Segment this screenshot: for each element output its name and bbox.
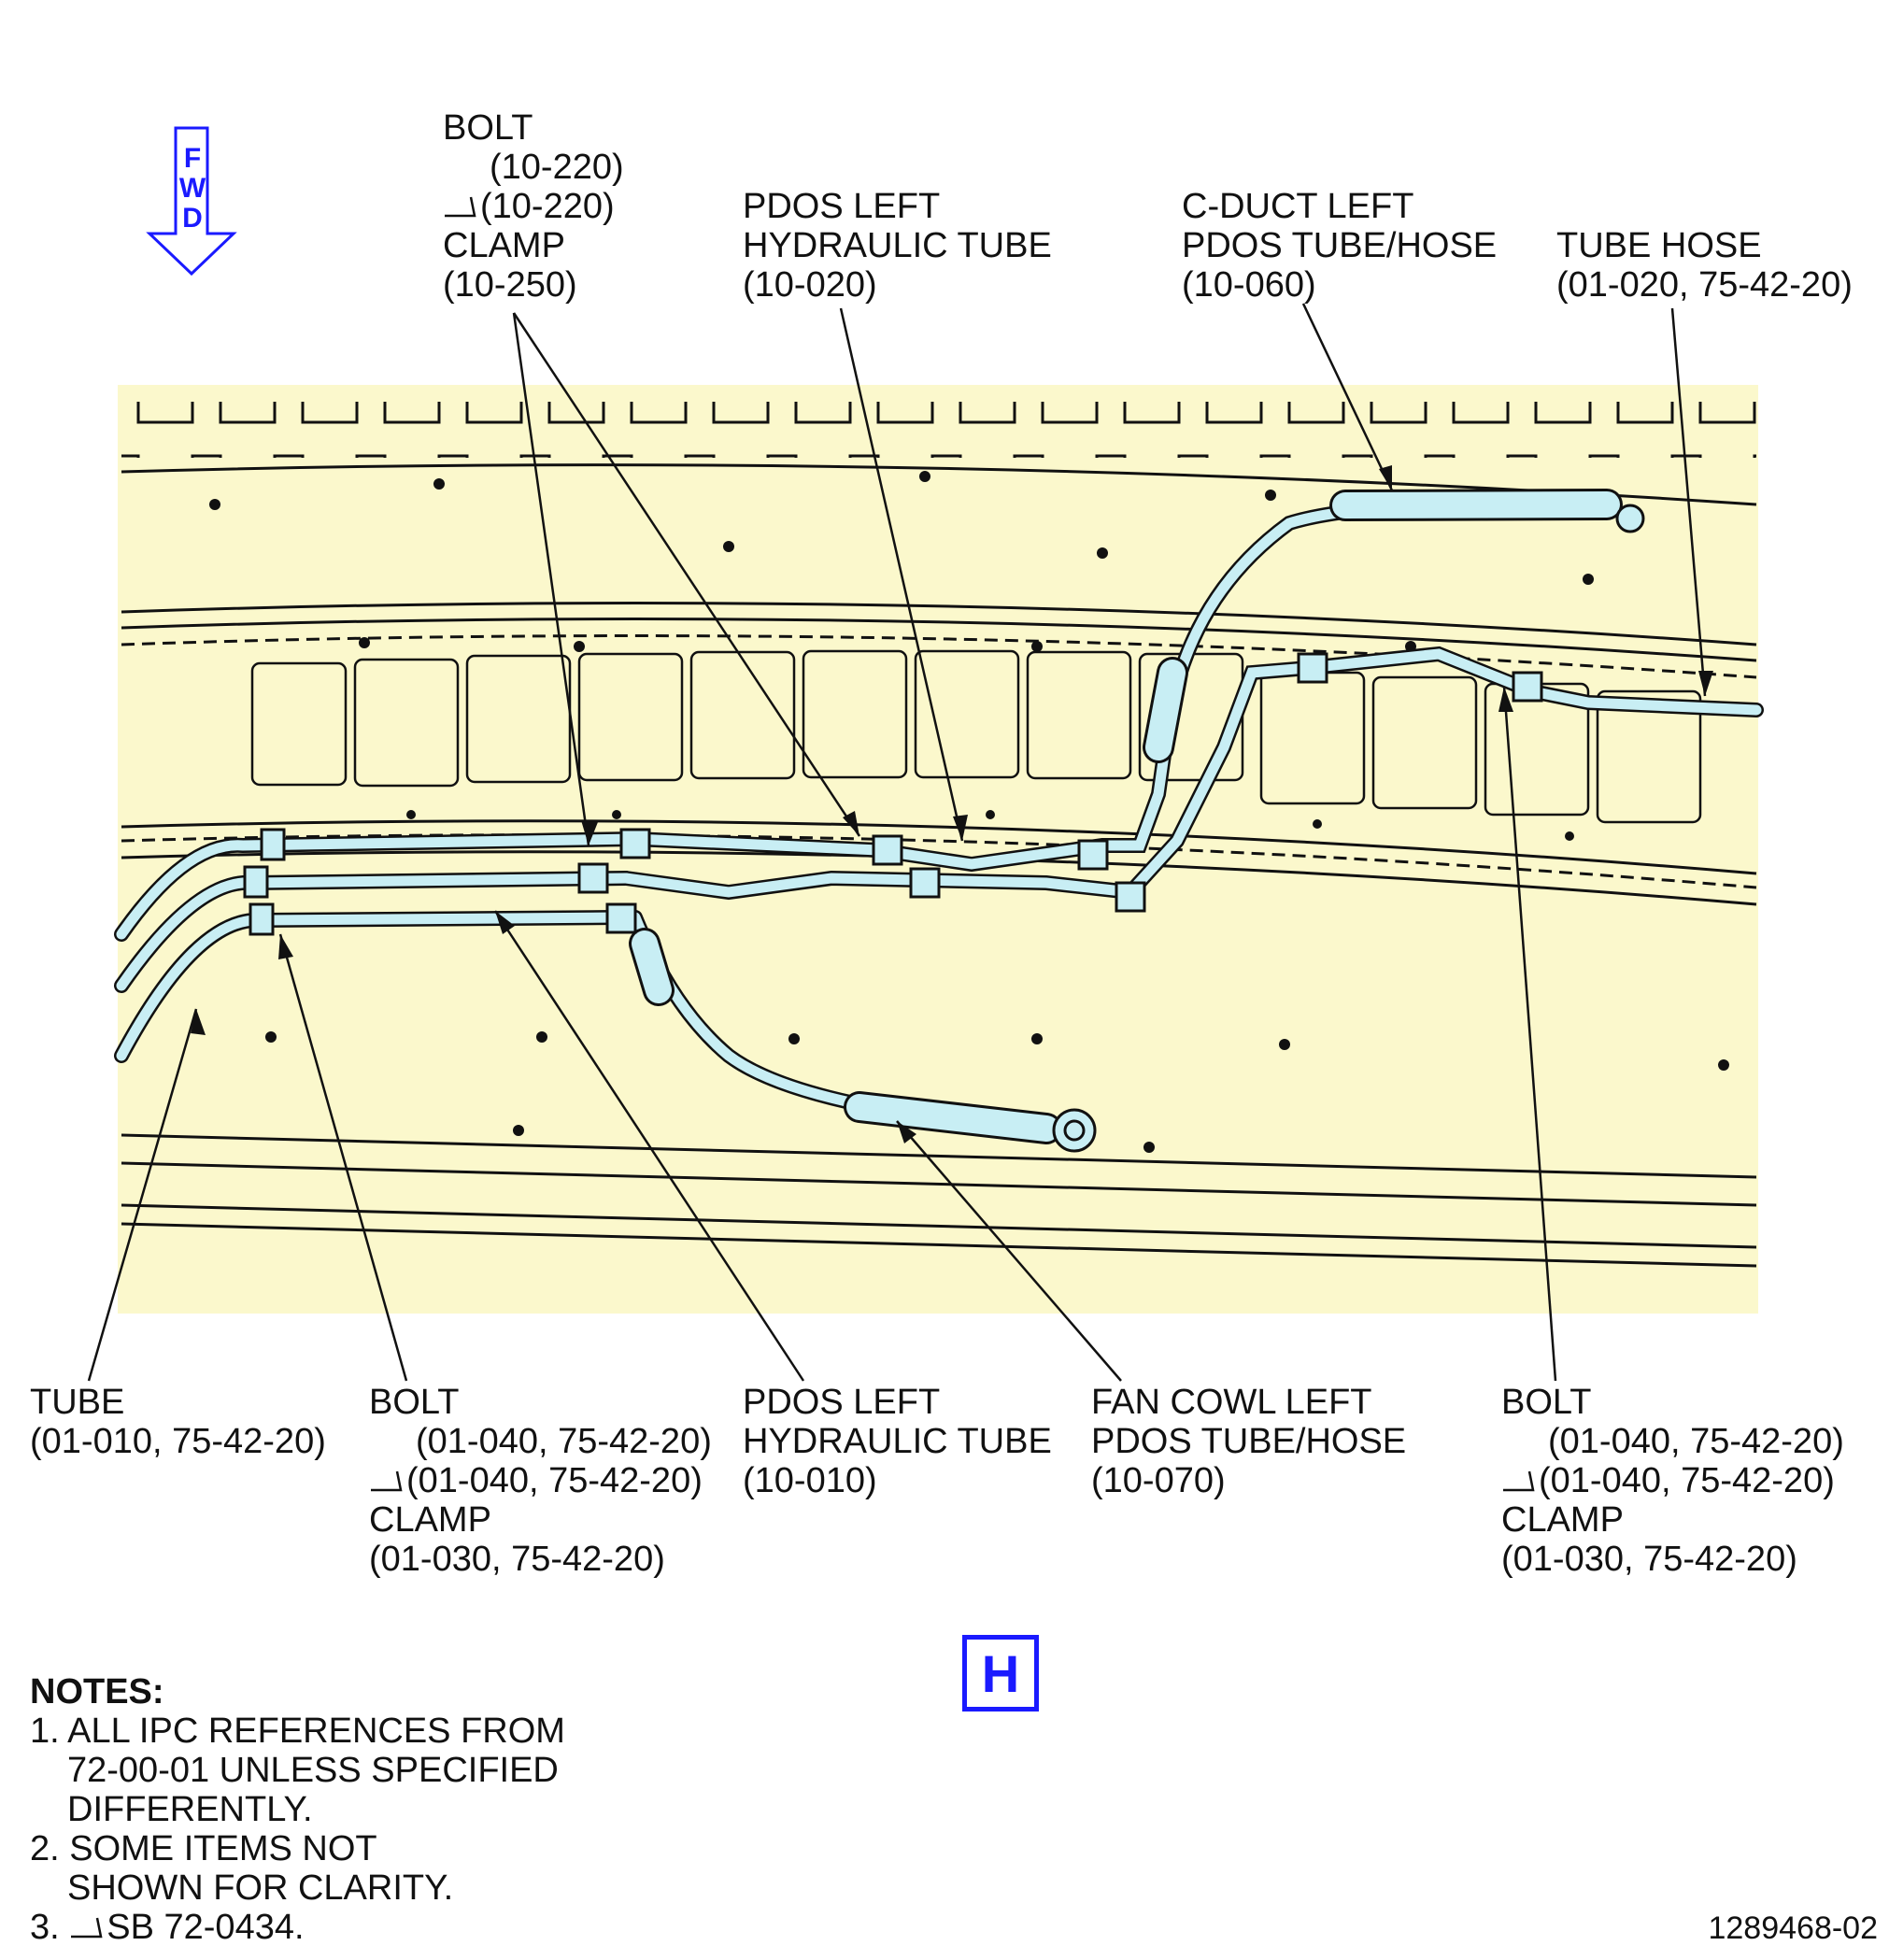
view-letter-box: H bbox=[962, 1635, 1039, 1711]
sb-triangle-icon bbox=[445, 196, 476, 218]
sb-triangle-icon bbox=[1503, 1470, 1535, 1492]
leader-arrowheads bbox=[191, 465, 1713, 1143]
panel-cells bbox=[250, 649, 1702, 824]
sb-triangle-icon bbox=[71, 1917, 103, 1939]
leader-lines bbox=[87, 303, 1707, 1382]
fwd-arrow-icon bbox=[146, 126, 237, 276]
callout-tube-hose: TUBE HOSE (01-020, 75-42-20) bbox=[1556, 226, 1853, 305]
callout-bolt-clamp-right: BOLT (01-040, 75-42-20) (01-040, 75-42-2… bbox=[1501, 1383, 1844, 1579]
figure-number: 1289468-02 bbox=[1708, 1910, 1878, 1946]
fwd-label: F W D bbox=[178, 143, 206, 234]
note-3: 3. SB 72-0434. bbox=[30, 1908, 305, 1947]
notes-title: NOTES: bbox=[30, 1672, 164, 1711]
notes-block: NOTES: 1. ALL IPC REFERENCES FROM 72-00-… bbox=[30, 1672, 565, 1947]
callout-pdos-hydraulic-tube-020: PDOS LEFT HYDRAULIC TUBE (10-020) bbox=[743, 187, 1052, 305]
callout-cduct-tube-hose: C-DUCT LEFT PDOS TUBE/HOSE (10-060) bbox=[1182, 187, 1498, 305]
sb-triangle-icon bbox=[371, 1470, 403, 1492]
callout-pdos-hydraulic-tube-010: PDOS LEFT HYDRAULIC TUBE (10-010) bbox=[743, 1383, 1052, 1500]
clamps bbox=[243, 504, 1645, 1153]
view-letter: H bbox=[981, 1644, 1020, 1703]
note-1: 1. ALL IPC REFERENCES FROM bbox=[30, 1711, 565, 1751]
callout-bolt-clamp-top: BOLT (10-220) (10-220) CLAMP (10-250) bbox=[443, 108, 624, 305]
callout-tube: TUBE (01-010, 75-42-20) bbox=[30, 1383, 326, 1461]
fasteners bbox=[209, 471, 1729, 1153]
note-2: 2. SOME ITEMS NOT bbox=[30, 1829, 377, 1868]
callout-fan-cowl-tube-hose: FAN COWL LEFT PDOS TUBE/HOSE (10-070) bbox=[1091, 1383, 1407, 1500]
callout-bolt-clamp-left: BOLT (01-040, 75-42-20) (01-040, 75-42-2… bbox=[369, 1383, 712, 1579]
